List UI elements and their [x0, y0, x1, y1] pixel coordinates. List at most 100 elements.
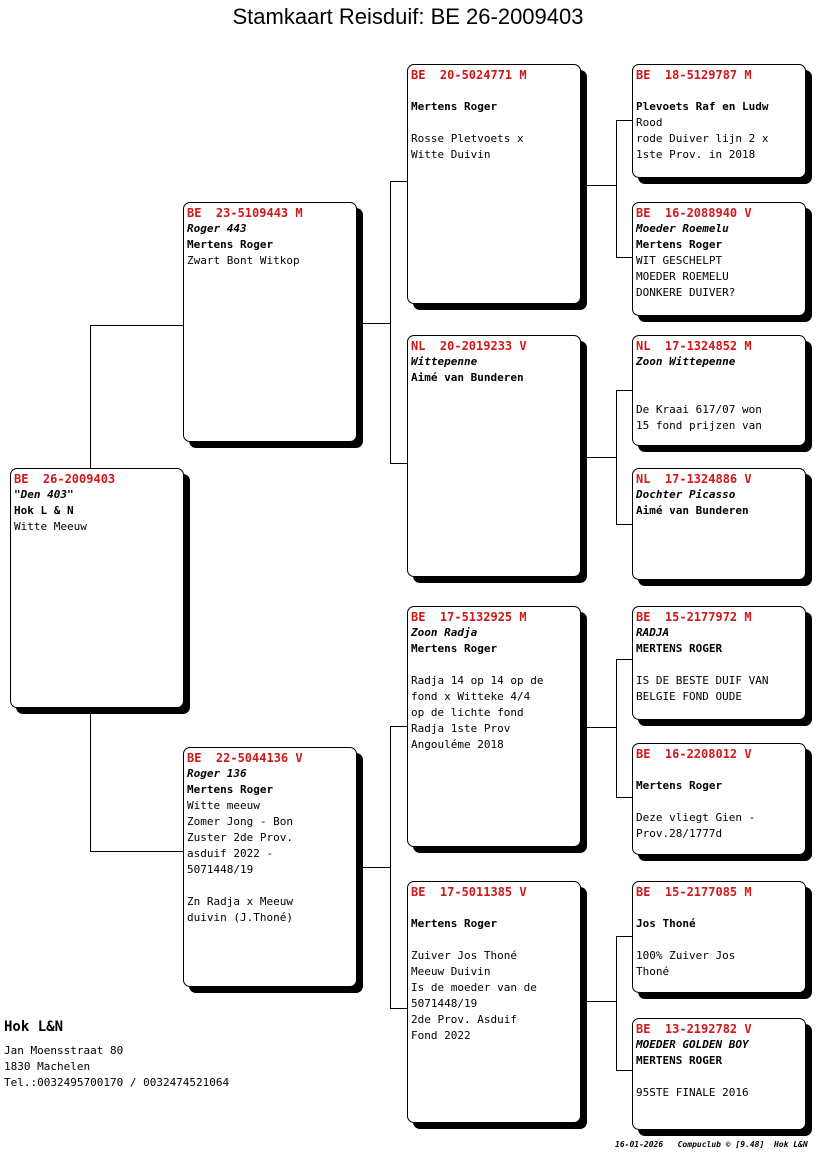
owner-name: Mertens Roger	[411, 917, 498, 930]
remark-line: Is de moeder van de	[411, 981, 537, 994]
ring-number: BE 13-2192782 V	[636, 1022, 752, 1036]
ring-number: NL 20-2019233 V	[411, 339, 527, 353]
connector-line	[580, 1001, 616, 1002]
address-line: Jan Moensstraat 80	[4, 1044, 124, 1057]
owner-name: Mertens Roger	[187, 783, 274, 796]
ring-number: BE 18-5129787 M	[636, 68, 752, 82]
connector-line	[390, 726, 391, 1009]
ring-number: BE 17-5132925 M	[411, 610, 527, 624]
connector-line	[90, 851, 183, 852]
connector-line	[616, 936, 617, 1071]
remark-line: Radja 14 op 14 op de	[411, 674, 544, 687]
connector-line	[90, 325, 183, 326]
remark-line: Zwart Bont Witkop	[187, 254, 300, 267]
owner-name: Mertens Roger	[411, 100, 498, 113]
owner-name: Hok L & N	[14, 504, 74, 517]
pigeon-name: Roger 443	[187, 222, 247, 235]
owner-name: Jos Thoné	[636, 917, 696, 930]
ring-number: BE 16-2088940 V	[636, 206, 752, 220]
remark-line: Meeuw Duivin	[411, 965, 491, 978]
ring-number: BE 15-2177972 M	[636, 610, 752, 624]
owner-name: Mertens Roger	[187, 238, 274, 251]
blank-line	[187, 878, 353, 894]
connector-line	[616, 390, 617, 525]
pigeon-name: MOEDER GOLDEN BOY	[636, 1038, 749, 1051]
remark-line: Zuster 2de Prov.	[187, 831, 293, 844]
blank-line	[636, 900, 802, 916]
blank-line	[411, 932, 577, 948]
address-line: 1830 Machelen	[4, 1060, 91, 1073]
remark-line: Zuiver Jos Thoné	[411, 949, 517, 962]
remark-line: Witte meeuw	[187, 799, 260, 812]
blank-line	[636, 794, 802, 810]
remark-line: Witte Meeuw	[14, 520, 87, 533]
connector-line	[580, 727, 616, 728]
remark-line: Angouléme 2018	[411, 738, 504, 751]
ring-number: BE 20-5024771 M	[411, 68, 527, 82]
remark-line: fond x Witteke 4/4	[411, 690, 531, 703]
connector-line	[616, 257, 632, 258]
remark-line: 2de Prov. Asduif	[411, 1013, 517, 1026]
blank-line	[636, 657, 802, 673]
remark-line: MOEDER ROEMELU	[636, 270, 729, 283]
owner-name: MERTENS ROGER	[636, 1054, 723, 1067]
pigeon-name: Dochter Picasso	[636, 488, 736, 501]
connector-line	[616, 936, 632, 937]
owner-name: MERTENS ROGER	[636, 642, 723, 655]
remark-line: 5071448/19	[411, 997, 478, 1010]
ring-number: NL 17-1324886 V	[636, 472, 752, 486]
connector-line	[356, 323, 390, 324]
remark-line: Thoné	[636, 965, 670, 978]
pigeon-name: Wittepenne	[411, 355, 478, 368]
owner-name: Plevoets Raf en Ludw	[636, 100, 769, 113]
remark-line: Deze vliegt Gien -	[636, 811, 756, 824]
blank-line	[636, 83, 802, 99]
pigeon-card-mmm[interactable]: BE 13-2192782 V MOEDER GOLDEN BOY MERTENS …	[632, 1018, 806, 1130]
owner-name: Mertens Roger	[636, 238, 723, 251]
connector-line	[616, 797, 632, 798]
connector-line	[616, 390, 632, 391]
remark-line: 15 fond prijzen van	[636, 419, 762, 432]
remark-line: op de lichte fond	[411, 706, 524, 719]
remark-line: WIT GESCHELPT	[636, 254, 723, 267]
owner-name: Aimé van Bunderen	[636, 504, 749, 517]
ring-number: BE 17-5011385 V	[411, 885, 527, 899]
connector-line	[616, 120, 632, 121]
blank-line	[636, 1069, 802, 1085]
blank-line	[411, 115, 577, 131]
remark-line: rode Duiver lijn 2 x	[636, 132, 769, 145]
connector-line	[580, 185, 616, 186]
blank-line	[636, 762, 802, 778]
remark-line: Rosse Pletvoets x	[411, 132, 524, 145]
remark-line: Witte Duivin	[411, 148, 491, 161]
owner-name: Mertens Roger	[411, 642, 498, 655]
remark-line: 100% Zuiver Jos	[636, 949, 736, 962]
remark-line: Fond 2022	[411, 1029, 471, 1042]
ring-number: BE 15-2177085 M	[636, 885, 752, 899]
pigeon-name: Zoon Wittepenne	[636, 355, 736, 368]
pigeon-name: "Den 403"	[14, 488, 74, 501]
remark-line: De Kraai 617/07 won	[636, 403, 762, 416]
remark-line: Prov.28/1777d	[636, 827, 723, 840]
remark-line: 95STE FINALE 2016	[636, 1086, 749, 1099]
connector-line	[616, 659, 617, 798]
connector-line	[390, 181, 391, 464]
blank-line	[636, 932, 802, 948]
connector-line	[356, 867, 390, 868]
remark-line: Zomer Jong - Bon	[187, 815, 293, 828]
remark-line: 5071448/19	[187, 863, 254, 876]
